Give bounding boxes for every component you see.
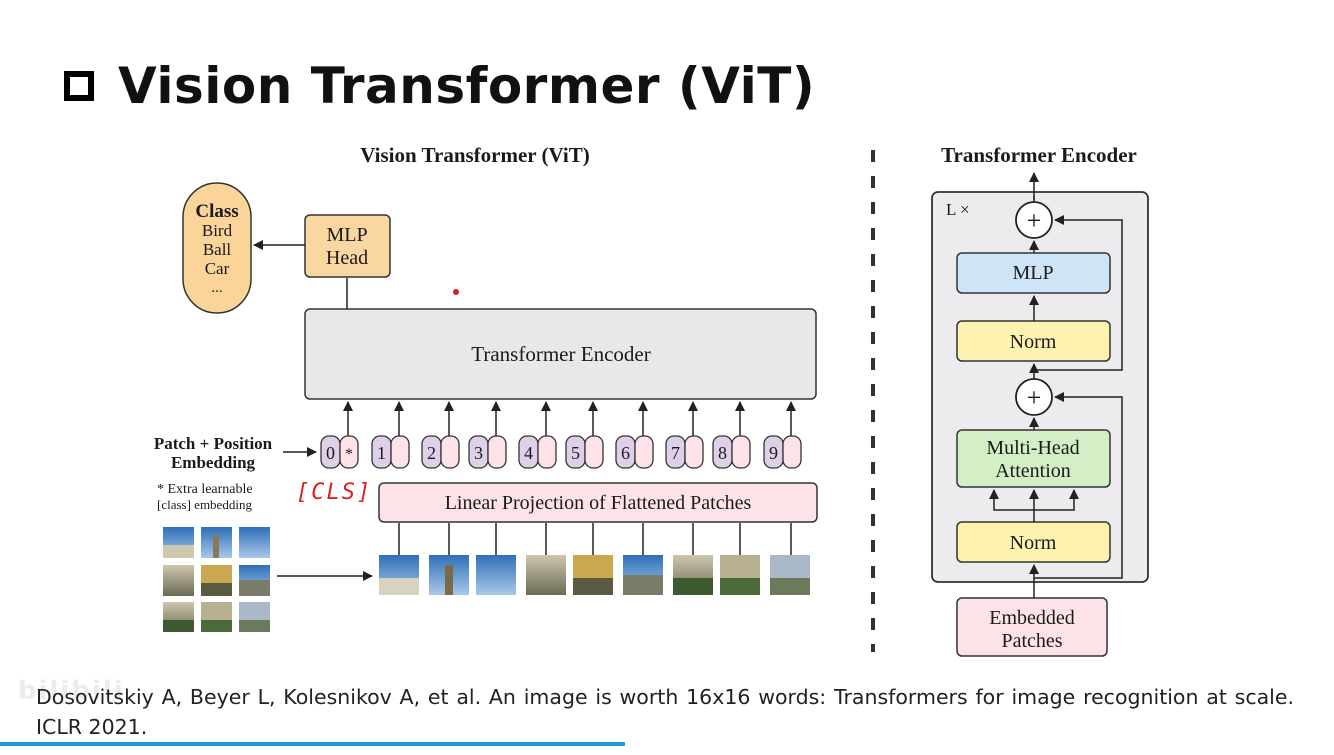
- plus-sign: +: [1027, 383, 1042, 412]
- patch-image: [476, 555, 516, 595]
- token-0: 0 *: [320, 435, 359, 469]
- patch-image: [239, 527, 270, 558]
- class-item: Car: [205, 259, 230, 278]
- encoder-norm-label: Norm: [1010, 331, 1057, 353]
- token-3: 3: [468, 435, 507, 469]
- patch-image: [163, 565, 194, 596]
- mlp-head-box: [304, 214, 391, 278]
- encoder-diagram-title: Transformer Encoder: [941, 143, 1137, 167]
- mlp-head-label: Head: [326, 247, 368, 269]
- attention-label: Multi-Head: [986, 437, 1079, 459]
- token-number: 0: [326, 443, 335, 463]
- token-number: 4: [524, 443, 533, 463]
- class-item: Ball: [203, 240, 232, 259]
- token-2: 2: [421, 435, 460, 469]
- token-number: 9: [769, 443, 778, 463]
- pointer-dot: [453, 289, 459, 295]
- citation-text: Dosovitskiy A, Beyer L, Kolesnikov A, et…: [36, 685, 1294, 739]
- attention-label: Attention: [995, 460, 1071, 482]
- embedded-patches-box: [956, 597, 1108, 657]
- class-item: Bird: [202, 221, 233, 240]
- accent-bar: [0, 742, 625, 746]
- token-number: 2: [427, 443, 436, 463]
- token-number: 5: [571, 443, 580, 463]
- token-number: 8: [718, 443, 727, 463]
- token-7: 7: [665, 435, 704, 469]
- token-4: 4: [518, 435, 557, 469]
- encoder-norm-label: Norm: [1010, 532, 1057, 554]
- embedding-label: Patch + Position: [154, 434, 273, 453]
- encoder-mlp-label: MLP: [1012, 262, 1053, 284]
- token-number: 6: [621, 443, 630, 463]
- embedded-patches-label: Embedded: [989, 607, 1075, 629]
- vit-diagram-title: Vision Transformer (ViT): [360, 143, 589, 167]
- extra-note: * Extra learnable: [157, 482, 253, 497]
- token-arrows: [343, 401, 796, 436]
- extra-note: [class] embedding: [157, 497, 252, 512]
- image-patch-grid: [163, 527, 270, 632]
- residual-path-bottom: [1034, 392, 1123, 579]
- patch-image: [526, 555, 566, 595]
- slide-title-text: Vision Transformer (ViT): [118, 57, 816, 115]
- linear-projection-box: [378, 482, 818, 523]
- slide-title: Vision Transformer (ViT): [64, 54, 815, 118]
- token-1: 1: [371, 435, 410, 469]
- mlp-head-label: MLP: [326, 224, 367, 246]
- token-number: 1: [377, 443, 386, 463]
- cls-star: *: [345, 446, 353, 463]
- token-9: 9: [763, 435, 802, 469]
- checkbox-square-icon: [64, 71, 94, 101]
- class-item: ...: [211, 280, 222, 296]
- token-5: 5: [565, 435, 604, 469]
- watermark: bilibili: [18, 676, 125, 706]
- transformer-encoder-box: [304, 308, 817, 400]
- repeat-label: L ×: [946, 200, 970, 219]
- patch-lines: [398, 523, 792, 555]
- plus-sign: +: [1027, 206, 1042, 235]
- transformer-encoder-label: Transformer Encoder: [471, 342, 650, 366]
- class-heading: Class: [195, 201, 238, 222]
- token-6: 6: [615, 435, 654, 469]
- residual-path-top: [1034, 215, 1123, 371]
- class-output-box: [182, 182, 252, 314]
- token-number: 3: [474, 443, 483, 463]
- flattened-patches: [379, 555, 810, 595]
- embedded-patches-label: Patches: [1001, 630, 1062, 652]
- linear-projection-label: Linear Projection of Flattened Patches: [445, 492, 752, 514]
- token-8: 8: [712, 435, 751, 469]
- cls-annotation: [CLS]: [296, 480, 372, 505]
- embedding-label: Embedding: [171, 453, 256, 472]
- qkv-arrows: [989, 489, 1079, 522]
- token-number: 7: [671, 443, 680, 463]
